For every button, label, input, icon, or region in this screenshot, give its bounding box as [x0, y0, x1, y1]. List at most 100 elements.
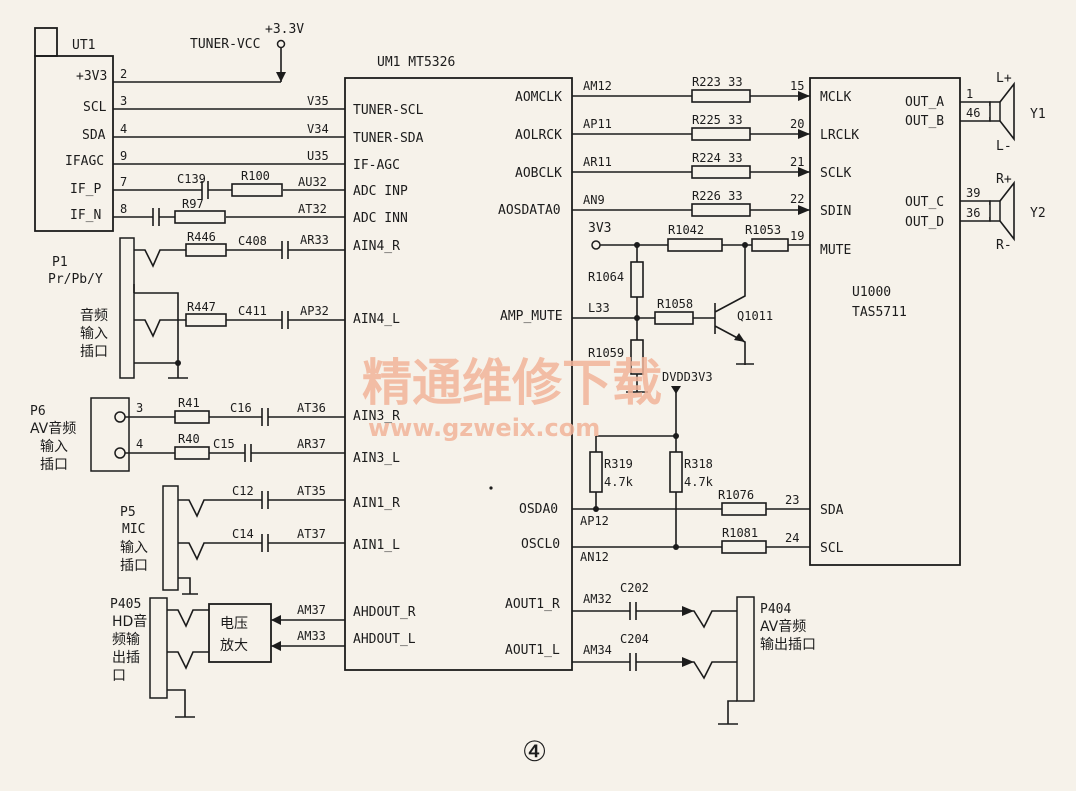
amp-pin-num: 24	[785, 531, 799, 545]
p6-desc: AV音频	[30, 420, 76, 437]
part-label: R41	[178, 396, 200, 410]
p404-desc: AV音频	[760, 618, 806, 635]
p5-desc: MIC	[122, 522, 145, 537]
p5-desc: 插口	[120, 558, 148, 574]
p1-type: Pr/Pb/Y	[48, 272, 103, 287]
um1-title: UM1 MT5326	[377, 55, 455, 70]
signal-arrow	[682, 606, 694, 616]
amp-block-label: 电压	[220, 616, 248, 632]
speaker-y1-magnet	[989, 101, 1001, 122]
amp-pin-num: 1	[966, 87, 973, 101]
um1-body	[344, 77, 573, 671]
part-label: R1076	[718, 488, 754, 502]
amp-output-label: OUT_C	[905, 195, 944, 210]
p1-jack-body	[119, 237, 135, 379]
p405-ref: P405	[110, 597, 141, 612]
resistor-r225	[691, 127, 751, 141]
p405-desc: 频输	[112, 632, 140, 648]
watermark-url: www.gzweix.com	[368, 414, 600, 442]
part-label: R1059	[588, 346, 624, 360]
signal-arrow	[798, 205, 810, 215]
um1-ball-label: AM32	[583, 592, 612, 606]
p1-ref: P1	[52, 255, 68, 270]
um1-pin-label: AIN4_L	[353, 312, 400, 327]
transistor-label: Q1011	[737, 309, 773, 323]
p404-ref: P404	[760, 602, 791, 617]
p5-jack-body	[162, 485, 179, 591]
i2c-bus: DVDD3V3 R319 4.7k R318 4.7k R1076 R1081 …	[572, 370, 810, 564]
part-label: R1081	[722, 526, 758, 540]
speaker-polarity: R-	[996, 238, 1012, 253]
speaker-ref: Y1	[1030, 107, 1046, 122]
input-jack-p5: C12 C14 AT35 AT37 P5 MIC 输入 插口	[120, 484, 345, 595]
resistor-r1042	[667, 238, 723, 252]
part-label: C204	[620, 632, 649, 646]
junction-dot	[673, 544, 679, 550]
i2s-bus: AM12 AP11 AR11 AN9 R223 33 R225 33 R224 …	[572, 75, 810, 217]
amp-pin-num: 19	[790, 229, 804, 243]
voltage-amplifier-block	[208, 603, 272, 663]
rail-arrow	[671, 386, 681, 394]
resistor-r1076	[721, 502, 767, 516]
um1-pin-label: TUNER-SDA	[353, 131, 424, 146]
p5-ref: P5	[120, 505, 136, 520]
part-label: R1064	[588, 270, 624, 284]
amp-output-label: OUT_A	[905, 95, 944, 110]
tuner-connector-tab	[34, 27, 58, 57]
rail-3v3-label: 3V3	[588, 221, 611, 236]
part-label: C16	[230, 401, 252, 415]
tuner-pin-3v3: +3V3	[76, 69, 107, 84]
amp-pin-label: MCLK	[820, 90, 851, 105]
resistor-r1081	[721, 540, 767, 554]
p404-jack-body	[736, 596, 755, 702]
um1-ball-label: AM12	[583, 79, 612, 93]
tuner-pin-ifagc: IFAGC	[65, 154, 104, 169]
um1-ball-label: AT37	[297, 527, 326, 541]
resistor-r223	[691, 89, 751, 103]
um1-pin-label: ADC INN	[353, 211, 408, 226]
resistor-r40	[174, 446, 210, 460]
p6-ref: P6	[30, 404, 46, 419]
resistor-r446	[185, 243, 227, 257]
tuner-pin-num: 3	[120, 94, 127, 108]
p1-desc: 输入	[80, 326, 108, 342]
um1-pin-label: AHDOUT_R	[353, 605, 416, 620]
part-label: C202	[620, 581, 649, 595]
part-label: R1053	[745, 223, 781, 237]
pin-num: 4	[136, 437, 143, 451]
tuner-pin-num: 9	[120, 149, 127, 163]
tuner-pin-num: 8	[120, 202, 127, 216]
amp-output-label: OUT_D	[905, 215, 944, 230]
um1-ball-label: V34	[307, 122, 329, 136]
junction-dot	[593, 506, 599, 512]
um1-ball-label: AM33	[297, 629, 326, 643]
tuner-pin-num: 4	[120, 122, 127, 136]
um1-pin-label: AHDOUT_L	[353, 632, 416, 647]
speaker-y1: 1 46 L+ L- Y1	[960, 71, 1046, 154]
part-label: R224 33	[692, 151, 743, 165]
signal-arrow	[271, 615, 281, 625]
um1-ball-label: AP32	[300, 304, 329, 318]
resistor-r41	[174, 410, 210, 424]
um1-pin-label: OSCL0	[521, 537, 560, 552]
tuner-ut1: UT1 +3V3 SCL SDA IFAGC IF_P IF_N	[34, 27, 114, 232]
signal-arrow	[798, 91, 810, 101]
resistor-r1058	[654, 311, 694, 325]
resistor-r224	[691, 165, 751, 179]
resistor-r318	[669, 451, 683, 493]
p405-desc: 口	[112, 668, 126, 684]
output-jack-p404: C202 C204 AM32 AM34 P404 AV音频 输出插口	[572, 581, 816, 725]
p5-desc: 输入	[120, 540, 148, 556]
um1-pin-label: AIN1_R	[353, 496, 400, 511]
mute-circuit: 3V3 R1042 R1064 R1059 R1058 L33 Q1011 R1…	[572, 221, 810, 393]
um1-ball-label: AP11	[583, 117, 612, 131]
part-label: R223 33	[692, 75, 743, 89]
um1-ball-label: L33	[588, 301, 610, 315]
um1-pin-label: AOLRCK	[515, 128, 562, 143]
part-label: R97	[182, 197, 204, 211]
rail-dvdd-label: DVDD3V3	[662, 370, 713, 384]
amp-pin-label: MUTE	[820, 243, 851, 258]
part-label: C14	[232, 527, 254, 541]
um1-pin-label: AIN3_L	[353, 451, 400, 466]
